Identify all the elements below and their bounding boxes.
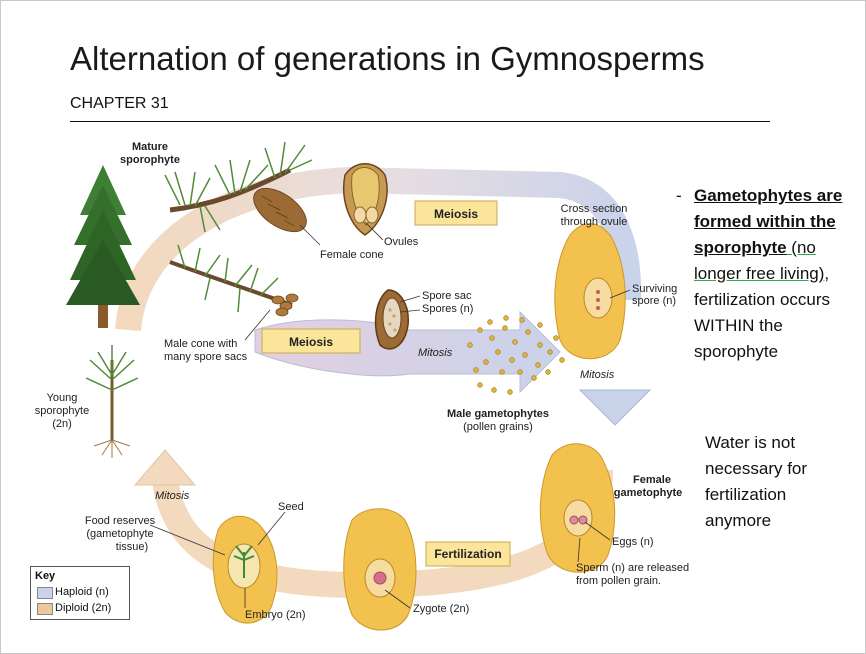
pollen-grain [477,327,483,333]
mature-sporophyte-label-2: sporophyte [120,154,180,166]
food-reserves-label-1: Food reserves [85,515,156,527]
seed-label: Seed [278,501,304,513]
pollen-grain [477,382,483,388]
meiosis-top-box [414,200,498,226]
pollen-grain [547,349,553,355]
embryo-label: Embryo (2n) [245,609,306,621]
male-gametophytes-label-1: Male gametophytes [447,408,549,420]
meiosis-left-label: Meiosis [289,335,333,349]
pollen-grains-illustration [467,315,565,395]
pollen-grain [517,369,523,375]
pollen-grain [487,319,493,325]
female-cone-label: Female cone [320,249,384,261]
meiosis-left-box [261,328,361,354]
cycle-arrowhead-left [133,449,197,486]
mitosis-middle-label: Mitosis [418,347,453,359]
food-reserves-label-2: (gametophyte [86,528,153,540]
spore-sac-scale-illustration [374,289,409,350]
pollen-grain [545,369,551,375]
diploid-key-label: Diploid (2n) [55,602,112,614]
fertilization-label: Fertilization [434,547,501,561]
male-cone-label-2: many spore sacs [164,351,248,363]
pollen-grain [525,329,531,335]
fertilization-box [425,541,511,567]
sperm-label-1: Sperm (n) are released [576,562,689,574]
pollen-grain [512,339,518,345]
eggs-label: Eggs (n) [612,536,654,548]
zygote-label: Zygote (2n) [413,603,469,615]
meiosis-top-label: Meiosis [434,207,478,221]
mitosis-bottom-label: Mitosis [155,490,190,502]
pollen-grain [531,375,537,381]
note-gametophytes: Gametophytes are formed within the sporo… [694,183,864,365]
pollen-grain [507,389,513,395]
sperm-label-2: from pollen grain. [576,575,661,587]
pollen-grain [509,357,515,363]
mature-sporophyte-label-1: Mature [132,141,168,153]
cross-section-label-2: through ovule [561,216,628,228]
female-gametophyte-ovule-illustration [539,443,616,573]
surviving-spore-label-1: Surviving [632,283,677,295]
pollen-grain [491,387,497,393]
male-gametophytes-label-2: (pollen grains) [463,421,533,433]
young-sporophyte-label-2: sporophyte [35,405,89,417]
ovule-cross-section-illustration [554,223,626,360]
diagram-key: Key Haploid (n) Diploid (2n) [30,566,130,620]
mature-pine-tree-illustration [66,165,140,328]
pollen-grain [553,335,559,341]
pollen-grain [537,322,543,328]
cycle-ring-upper [115,166,642,332]
pollen-grain [473,367,479,373]
young-sporophyte-label-1: Young [47,392,78,404]
note-green-underlined-text: (no longer free living) [694,238,825,283]
female-gametophyte-label-1: Female [633,474,671,486]
surviving-spore-label-2: spore (n) [632,295,676,307]
zygote-ovule-illustration [343,508,417,631]
pollen-grain [522,352,528,358]
note-rest-text: , fertilization occurs WITHIN the sporop… [694,264,831,361]
pollen-grain [503,315,509,321]
pollen-grain [537,342,543,348]
male-cone-branch-illustration [169,244,299,317]
ovules-label: Ovules [384,236,419,248]
note-water: Water is not necessary for fertilization… [705,433,808,530]
cycle-arrowhead-right [578,389,652,426]
pollen-grain [489,335,495,341]
cone-scale-with-ovules-illustration [343,163,388,236]
male-cone-label-1: Male cone with [164,338,237,350]
pollen-grain [519,317,525,323]
haploid-key-label: Haploid (n) [55,586,109,598]
pollen-grain [499,369,505,375]
female-gametophyte-label-2: gametophyte [614,487,682,499]
pollen-grain [495,349,501,355]
young-sporophyte-label-3: (2n) [52,418,72,430]
pollen-grain [559,357,565,363]
female-cone-branch-illustration [164,141,313,233]
food-reserves-label-3: tissue) [116,541,148,553]
pollen-grain [467,342,473,348]
spore-sac-label: Spore sac [422,290,472,302]
key-title: Key [35,570,56,582]
bullet-dash: - [676,186,682,205]
pollen-grain [483,359,489,365]
diploid-swatch [37,603,53,615]
mitosis-right-label: Mitosis [580,369,615,381]
young-sporophyte-seedling-illustration [85,345,139,458]
leader-lines [149,221,631,609]
cross-section-label-1: Cross section [561,203,628,215]
pollen-grain [535,362,541,368]
chapter-subtitle: CHAPTER 31 [70,95,169,112]
seed-embryo-illustration [212,515,278,624]
note-bold-underlined-text: Gametophytes are formed within the sporo… [694,186,843,257]
haploid-swatch [37,587,53,599]
title-underline [70,121,770,122]
spores-label: Spores (n) [422,303,473,315]
pollen-grain [502,325,508,331]
slide-title: Alternation of generations in Gymnosperm… [70,40,705,77]
